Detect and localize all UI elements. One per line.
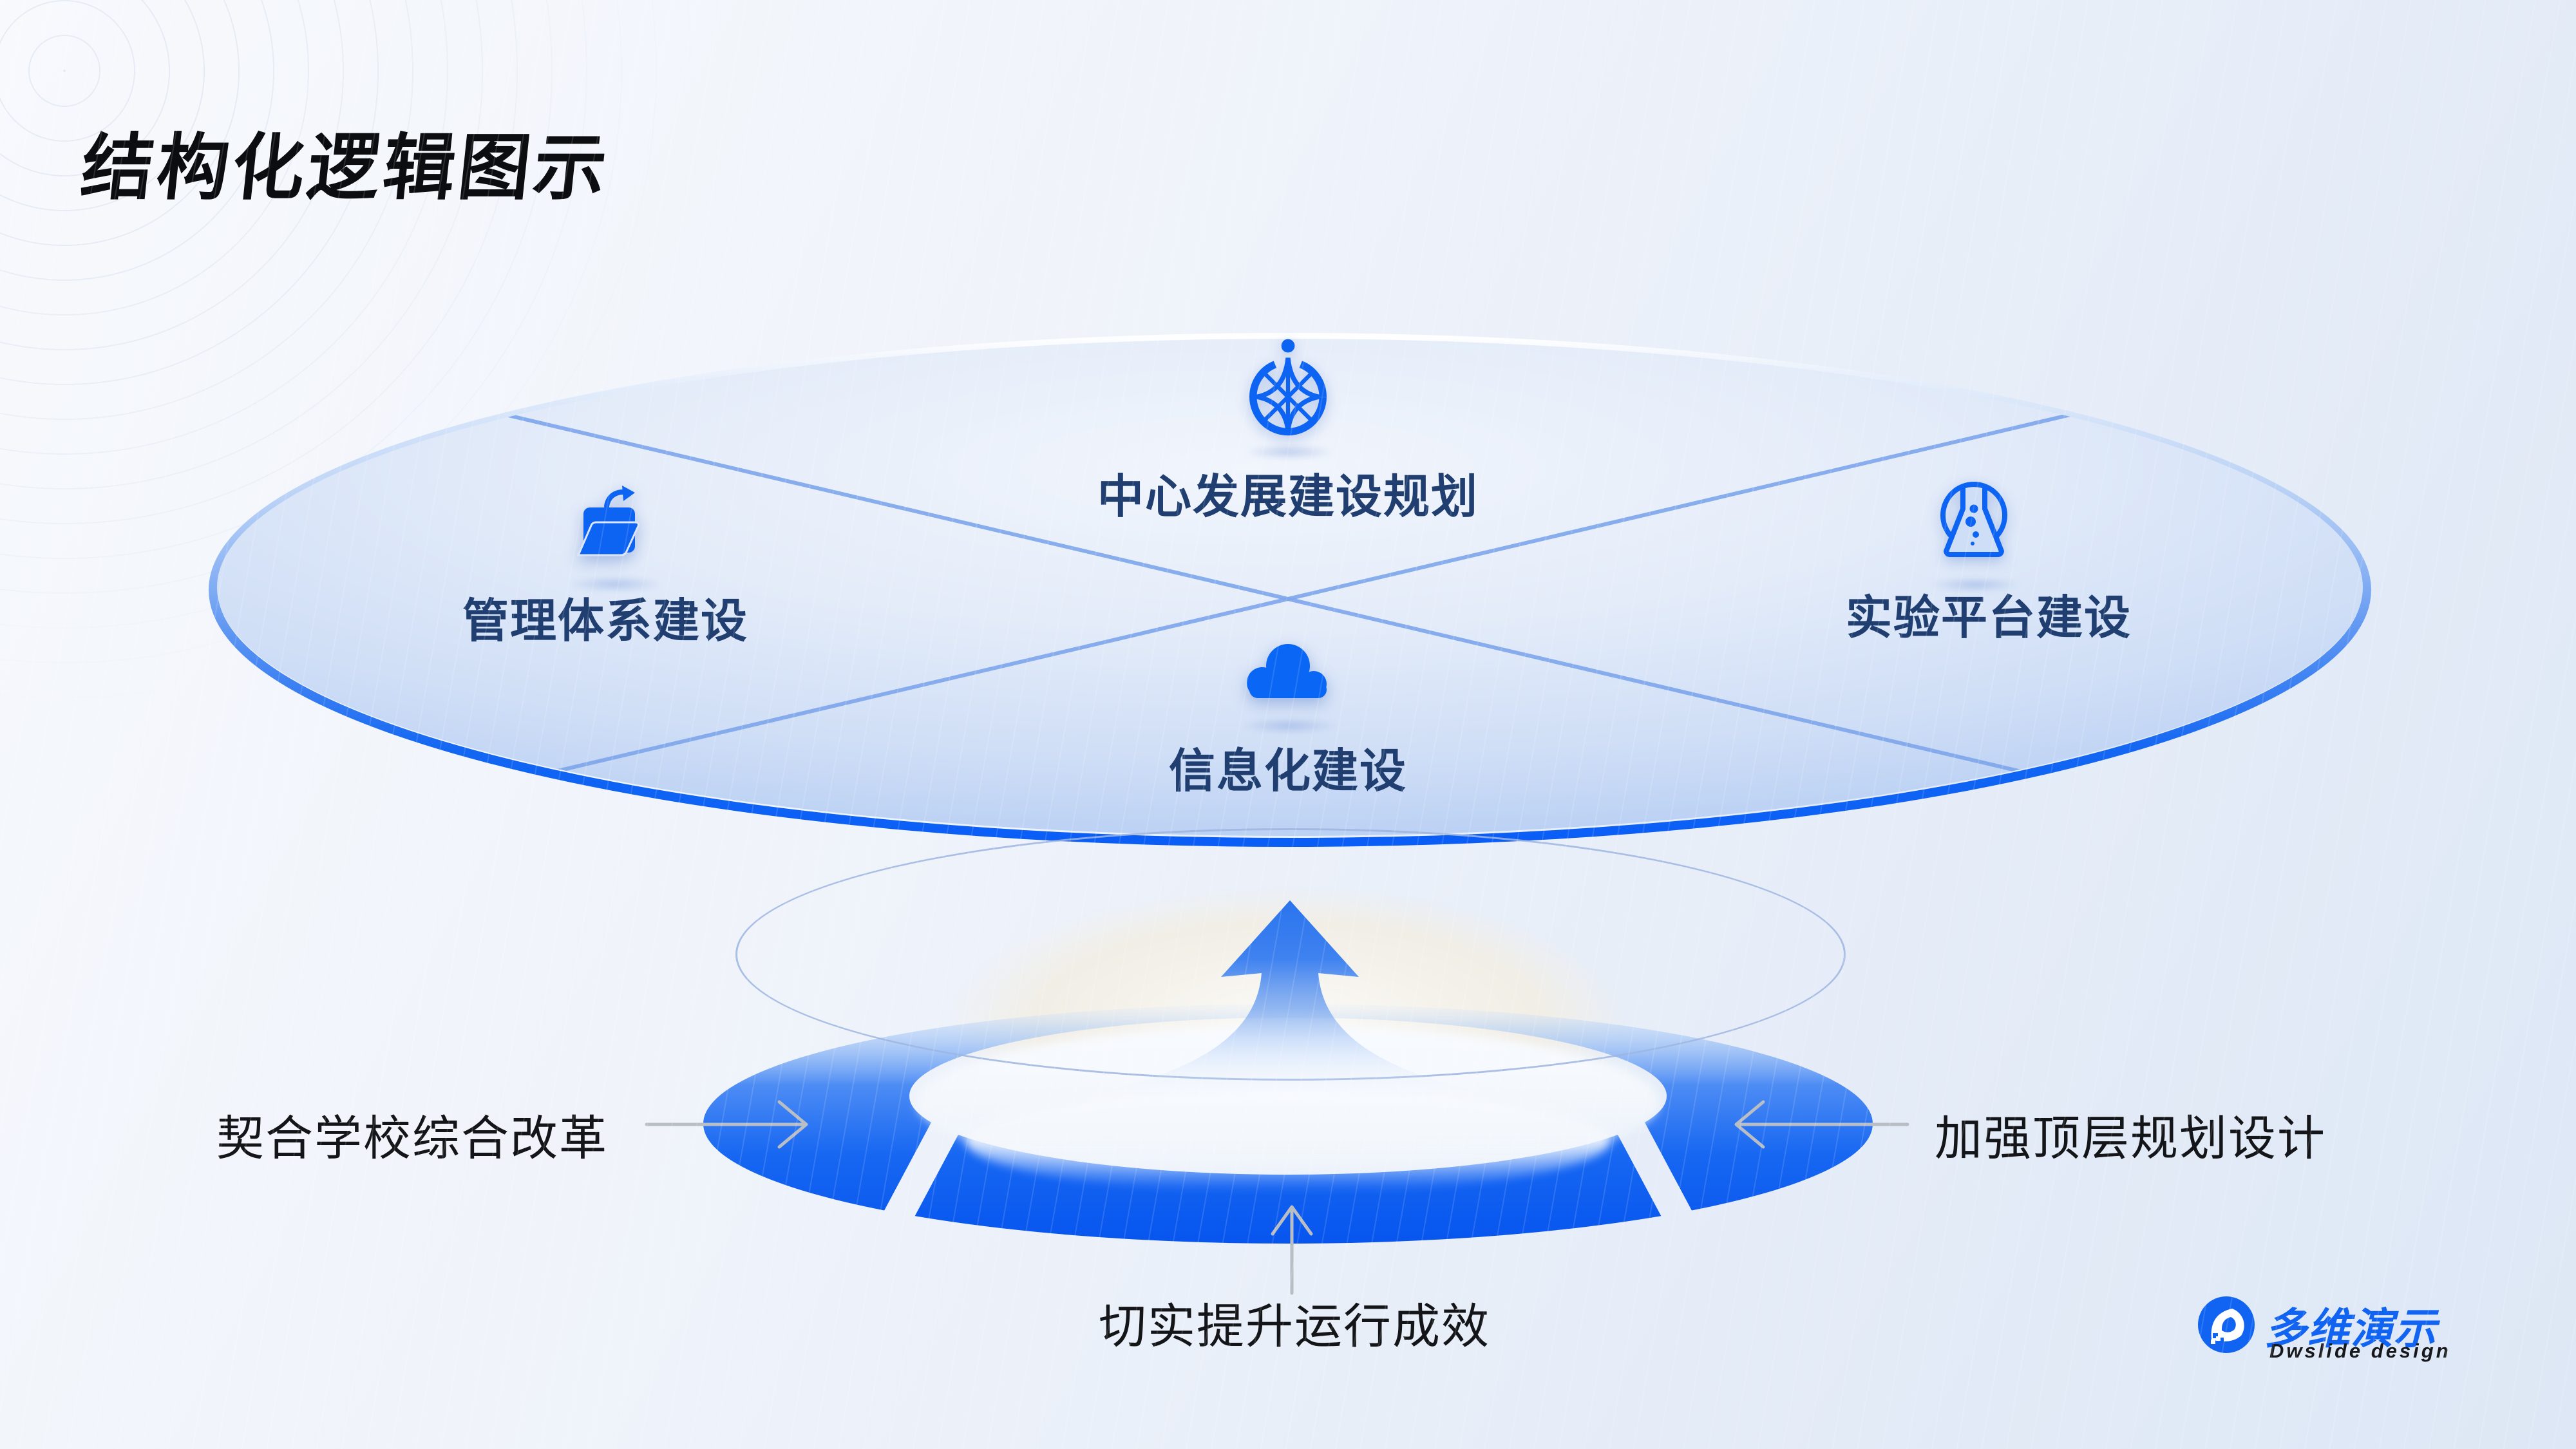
disc-surface: [217, 339, 2363, 836]
base-label-right: 加强顶层规划设计: [1935, 1112, 2326, 1165]
node-label-planning: 中心发展建设规划: [1097, 471, 1479, 523]
node-label-management: 管理体系建设: [462, 596, 748, 647]
brand-mark-icon: [2198, 1296, 2255, 1353]
folder-icon: [576, 486, 639, 556]
node-label-lab: 实验平台建设: [1845, 592, 2132, 644]
brand-name-zh: 多维演示: [2264, 1305, 2437, 1352]
brand-name-en: Dwslide design: [2269, 1340, 2451, 1362]
base-label-left: 契合学校综合改革: [216, 1112, 608, 1165]
flask-icon-shadow: [1929, 577, 2022, 592]
cloud-icon-shadow: [1240, 717, 1340, 734]
node-label-informatization: 信息化建设: [1168, 746, 1407, 797]
left-connector-arrow-icon: [645, 1100, 808, 1149]
right-connector-arrow-icon: [1734, 1100, 1909, 1149]
compass-icon-shadow: [1244, 444, 1334, 460]
bottom-connector-arrow-icon: [1271, 1205, 1313, 1295]
base-ring-front-fade: [966, 1091, 1610, 1191]
cloud-icon: [1247, 644, 1327, 698]
compass-icon: [1249, 339, 1327, 436]
folder-icon-shadow: [567, 576, 663, 592]
flask-icon: [1940, 482, 2007, 557]
base-label-bottom: 切实提升运行成效: [1099, 1300, 1490, 1353]
up-arrow-icon: [1084, 900, 1495, 1095]
